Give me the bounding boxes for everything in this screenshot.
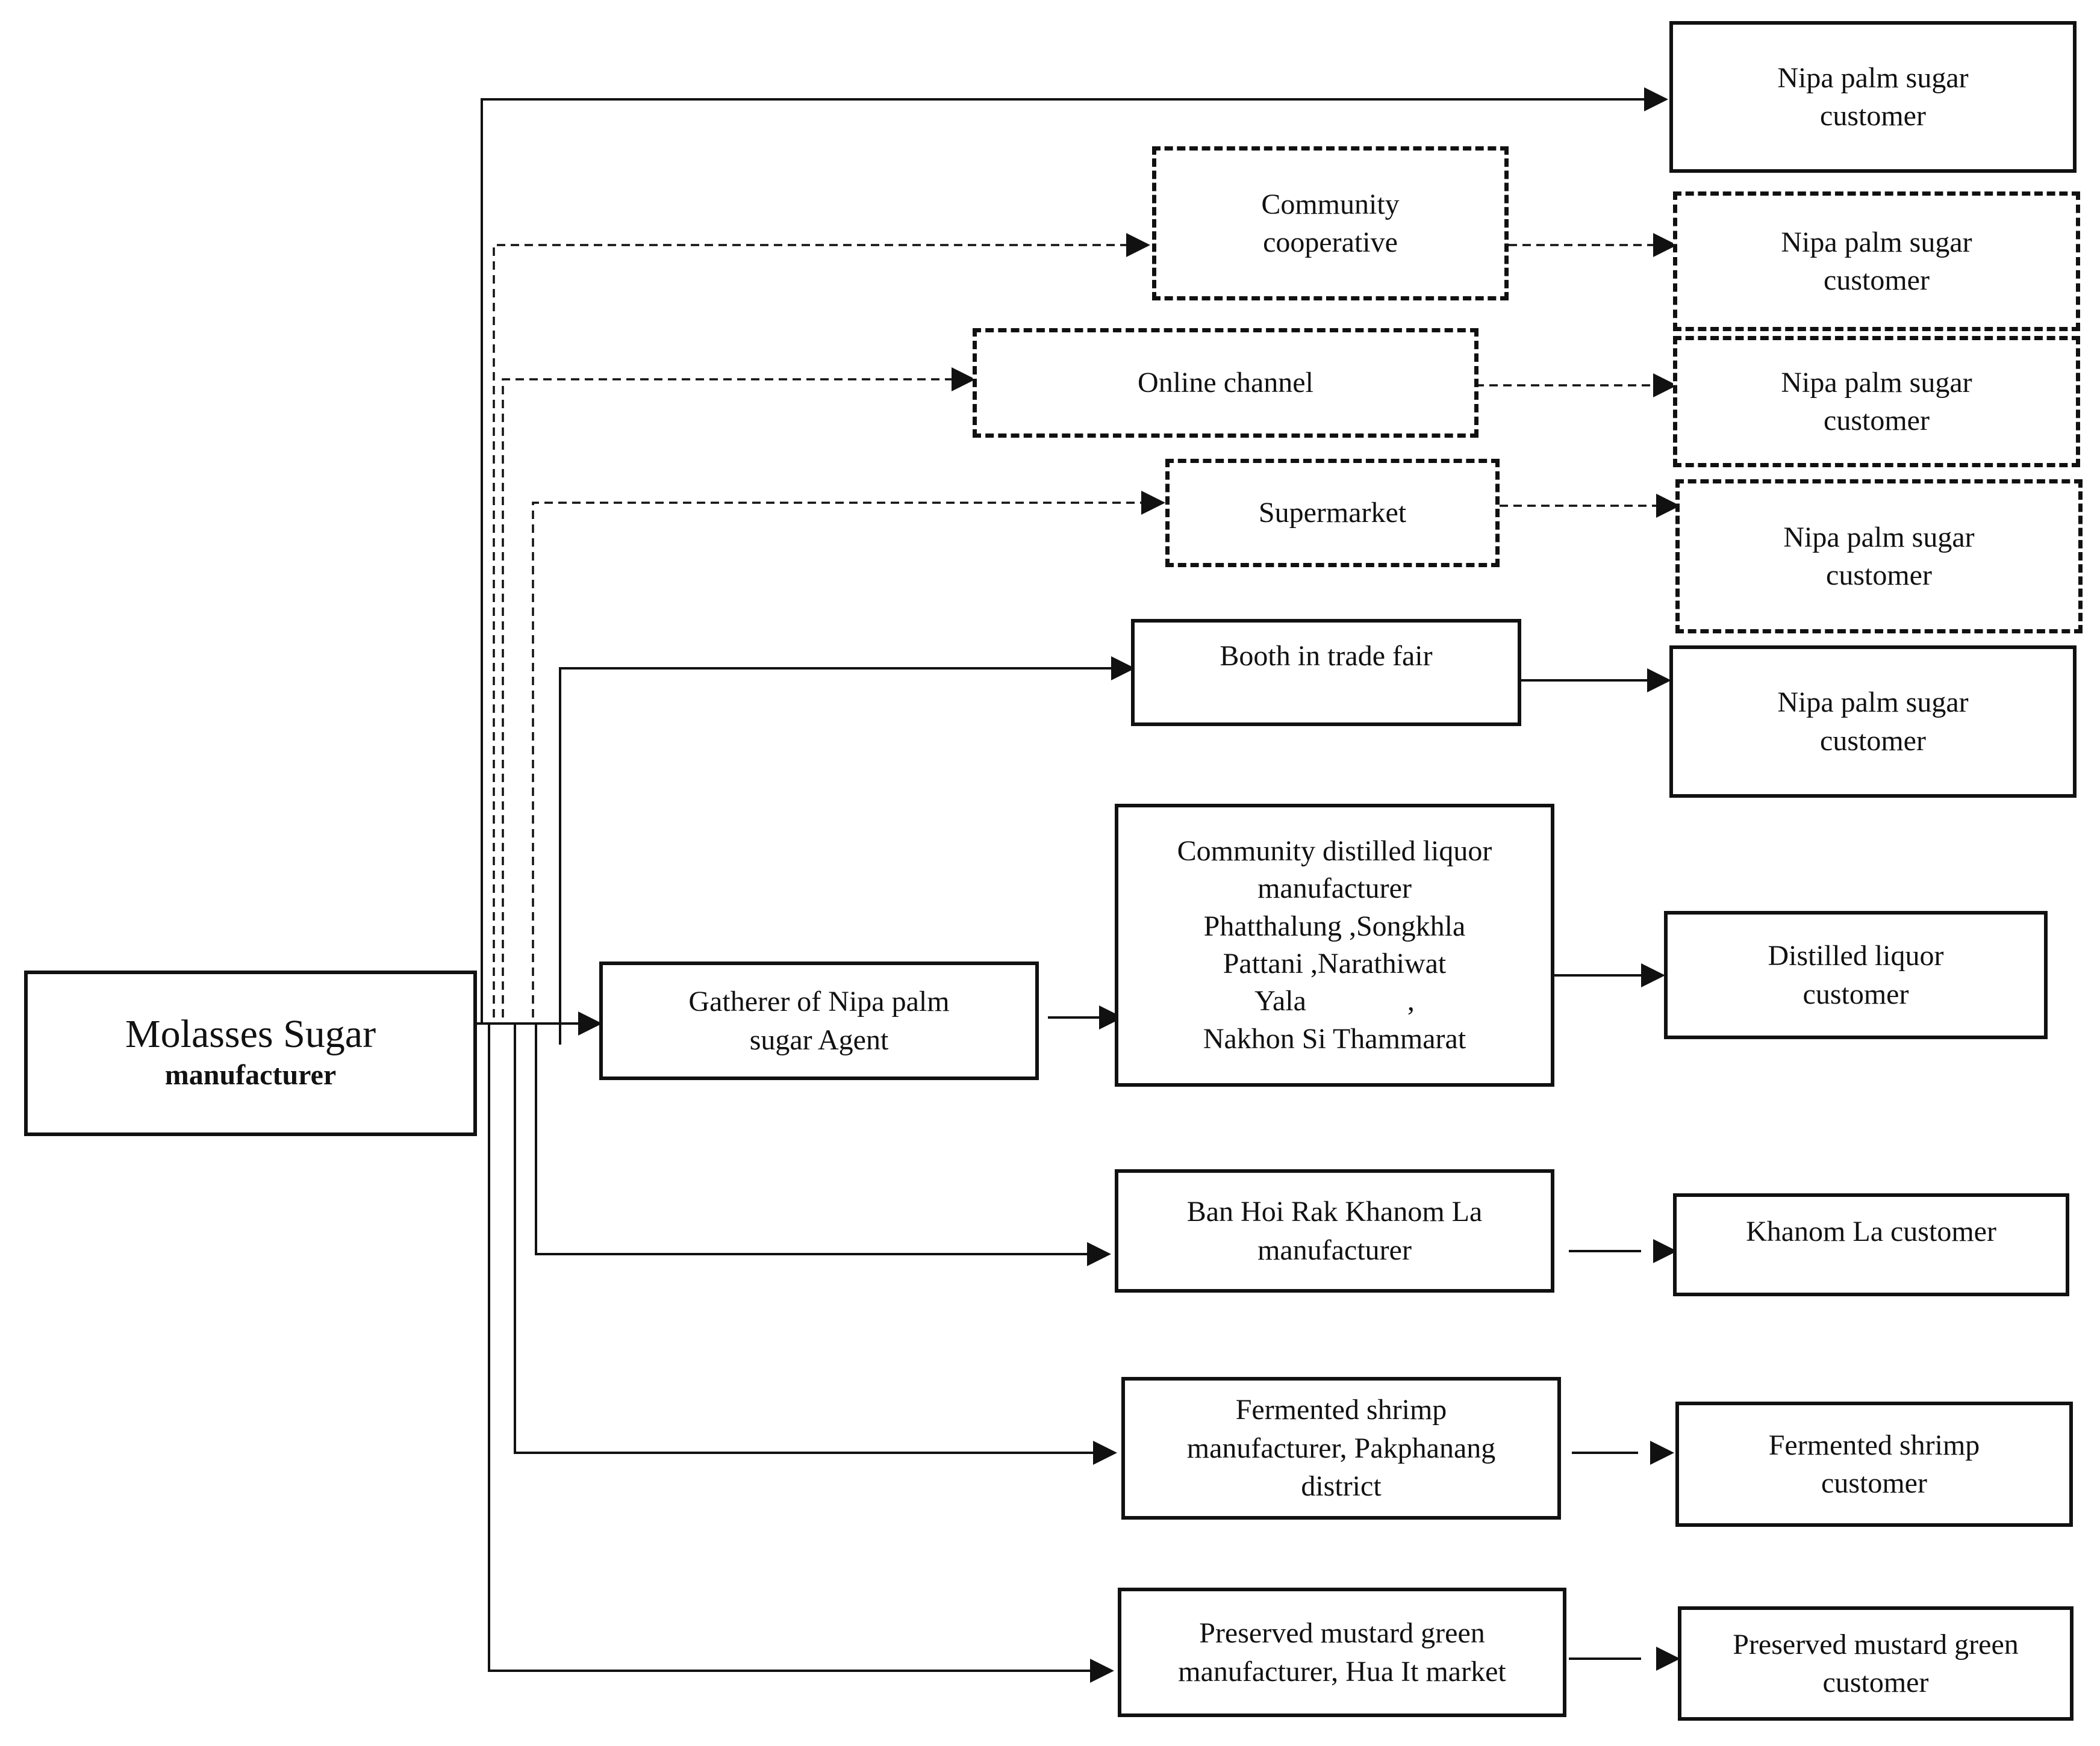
arrowhead <box>1653 373 1677 397</box>
node-label: Nipa palm sugar <box>1781 366 1972 399</box>
dashed-to-online <box>502 378 961 1017</box>
arrowhead <box>1641 963 1665 987</box>
nipa-customer-online-node[interactable]: Nipa palm sugar customer <box>1673 336 2080 467</box>
node-label: customer <box>1802 978 1909 1010</box>
source-node[interactable]: Molasses Sugar manufacturer <box>24 971 477 1136</box>
source-subtitle: manufacturer <box>164 1059 337 1092</box>
nipa-customer-supermarket-node[interactable]: Nipa palm sugar customer <box>1675 479 2083 633</box>
arrowhead <box>1656 494 1680 518</box>
node-label: Phatthalung ,Songkhla <box>1203 910 1466 942</box>
distilled-liquor-customer-node[interactable]: Distilled liquor customer <box>1664 911 2048 1039</box>
node-label: Ban Hoi Rak Khanom La <box>1186 1196 1483 1228</box>
node-label: manufacturer <box>1257 872 1412 905</box>
node-label: cooperative <box>1263 226 1398 258</box>
nipa-customer-booth-node[interactable]: Nipa palm sugar customer <box>1669 645 2077 798</box>
node-label: manufacturer, Hua It market <box>1178 1655 1506 1688</box>
shrimp-manufacturer-node[interactable]: Fermented shrimp manufacturer, Pakphanan… <box>1121 1377 1561 1520</box>
node-label: Fermented shrimp <box>1235 1394 1447 1426</box>
node-label: Online channel <box>1138 367 1313 399</box>
arrowhead <box>1650 1441 1674 1465</box>
node-label: Gatherer of Nipa palm <box>688 986 950 1018</box>
source-title: Molasses Sugar <box>125 1011 376 1056</box>
node-label: Preserved mustard green <box>1733 1628 2019 1661</box>
dashed-to-cooperative <box>493 244 1132 1017</box>
khanom-la-customer-node[interactable]: Khanom La customer <box>1673 1193 2069 1296</box>
arrowhead <box>1644 87 1668 111</box>
arrowhead <box>1093 1441 1117 1465</box>
node-label: Distilled liquor <box>1768 940 1944 972</box>
node-label: Yala , <box>1254 985 1415 1017</box>
node-label: Nipa palm sugar <box>1783 521 1975 553</box>
arrowhead <box>1126 233 1150 257</box>
node-label: Community distilled liquor <box>1177 834 1492 867</box>
line-to-mustard <box>488 1024 1096 1672</box>
node-label: Nipa palm sugar <box>1781 226 1972 258</box>
line-to-booth <box>559 667 1117 1045</box>
online-channel-node[interactable]: Online channel <box>973 328 1478 438</box>
node-label: district <box>1301 1470 1382 1503</box>
community-cooperative-node[interactable]: Community cooperative <box>1152 146 1509 300</box>
node-label: customer <box>1820 724 1926 757</box>
node-label: customer <box>1824 264 1930 296</box>
node-label: customer <box>1824 405 1930 437</box>
fermented-shrimp-customer-node[interactable]: Fermented shrimp customer <box>1675 1402 2073 1527</box>
line-to-shrimp <box>514 1024 1099 1454</box>
node-label: Pattani ,Narathiwat <box>1223 948 1447 980</box>
node-label: Supermarket <box>1258 497 1407 529</box>
node-label: Community <box>1261 188 1400 220</box>
line-to-nipa-direct <box>481 98 1647 1024</box>
nipa-customer-direct-node[interactable]: Nipa palm sugar customer <box>1669 21 2077 173</box>
gatherer-agent-node[interactable]: Gatherer of Nipa palm sugar Agent <box>599 962 1039 1080</box>
node-label: customer <box>1822 1667 1929 1698</box>
node-label: Nipa palm sugar <box>1777 61 1969 94</box>
arrowhead <box>1653 233 1677 257</box>
node-label: manufacturer <box>1257 1234 1412 1266</box>
arrowhead <box>1087 1242 1111 1266</box>
arrowhead <box>1647 668 1671 692</box>
arrowhead <box>578 1011 602 1036</box>
node-label: Preserved mustard green <box>1199 1617 1485 1650</box>
liquor-manufacturer-node[interactable]: Community distilled liquor manufacturer … <box>1115 804 1554 1087</box>
line-to-khanom-la <box>535 1024 1093 1255</box>
node-label: Khanom La customer <box>1746 1216 1996 1247</box>
arrowhead <box>952 367 976 391</box>
node-label: Nakhon Si Thammarat <box>1203 1022 1466 1055</box>
mustard-customer-node[interactable]: Preserved mustard green customer <box>1678 1606 2074 1721</box>
node-label: Nipa palm sugar <box>1777 686 1969 719</box>
supermarket-node[interactable]: Supermarket <box>1165 459 1500 567</box>
node-label: sugar Agent <box>749 1024 889 1056</box>
node-label: customer <box>1826 559 1932 591</box>
arrowhead <box>1099 1005 1123 1030</box>
arrowhead <box>1111 656 1135 680</box>
node-label: Fermented shrimp <box>1768 1429 1980 1461</box>
node-label: manufacturer, Pakphanang <box>1186 1432 1496 1464</box>
nipa-customer-cooperative-node[interactable]: Nipa palm sugar customer <box>1673 191 2080 331</box>
node-label: Booth in trade fair <box>1220 640 1433 672</box>
mustard-manufacturer-node[interactable]: Preserved mustard green manufacturer, Hu… <box>1118 1588 1566 1717</box>
khanom-la-manufacturer-node[interactable]: Ban Hoi Rak Khanom La manufacturer <box>1115 1169 1554 1293</box>
arrowhead <box>1090 1659 1114 1683</box>
arrowhead <box>1653 1239 1677 1263</box>
booth-trade-fair-node[interactable]: Booth in trade fair <box>1131 619 1521 726</box>
arrowhead <box>1141 491 1165 515</box>
arrowhead <box>1656 1647 1680 1671</box>
dashed-to-supermarket <box>532 502 1147 1017</box>
node-label: customer <box>1821 1467 1927 1499</box>
node-label: customer <box>1820 100 1926 132</box>
